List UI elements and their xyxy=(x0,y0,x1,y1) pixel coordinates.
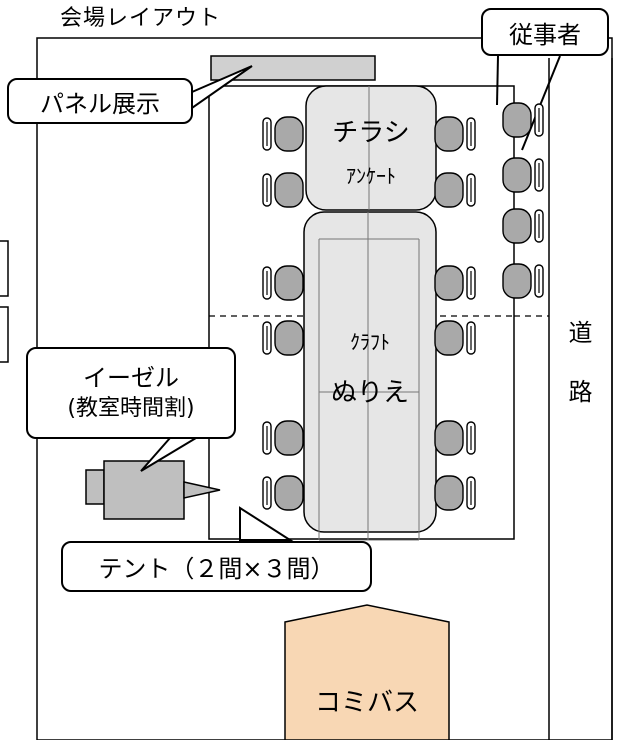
chair-right-4 xyxy=(434,320,476,356)
staff-callout-pointer-1 xyxy=(496,55,499,106)
left-edge-item-1 xyxy=(0,240,9,297)
chair-left-2 xyxy=(262,172,304,208)
chair-right-6 xyxy=(434,475,476,511)
chair-left-6 xyxy=(262,475,304,511)
staff-chair-4 xyxy=(502,263,544,299)
staff-label: 従事者 xyxy=(509,20,581,49)
road-label-2: 路 xyxy=(568,378,593,406)
chair-left-1 xyxy=(262,116,304,152)
tent-callout: テント（２間×３間） xyxy=(61,541,372,592)
easel-callout: イーゼル (教室時間割) xyxy=(26,347,236,439)
easel-label: イーゼル xyxy=(83,363,179,392)
table-craft xyxy=(303,211,437,533)
chair-left-5 xyxy=(262,420,304,456)
staff-chair-3 xyxy=(502,208,544,244)
tent-callout-tail xyxy=(239,506,294,541)
road-label-1: 道 xyxy=(568,319,593,347)
staff-chair-2 xyxy=(502,157,544,193)
staff-chair-1 xyxy=(502,102,544,138)
timetable-label: (教室時間割) xyxy=(67,396,195,422)
chair-left-4 xyxy=(262,320,304,356)
flyer-label: チラシ xyxy=(332,118,410,148)
tent-label: テント（２間×３間） xyxy=(98,555,335,583)
survey-label: ｱﾝｹｰﾄ xyxy=(346,164,396,188)
bus-label: コミバス xyxy=(314,688,419,718)
chair-right-5 xyxy=(434,420,476,456)
diagram-title: 会場レイアウト xyxy=(60,6,222,31)
craft-label: ｸﾗﾌﾄ xyxy=(350,330,390,354)
chair-right-3 xyxy=(434,265,476,301)
projector-icon xyxy=(85,460,221,520)
panel-label: パネル展示 xyxy=(40,89,160,118)
chair-right-1 xyxy=(434,116,476,152)
chair-left-3 xyxy=(262,265,304,301)
staff-callout: 従事者 xyxy=(481,8,609,56)
staff-callout-pointer-2 xyxy=(521,55,561,151)
table-flyer xyxy=(305,85,437,211)
panel-callout: パネル展示 xyxy=(7,78,193,124)
chair-right-2 xyxy=(434,172,476,208)
bus-shape xyxy=(284,604,450,740)
left-edge-item-2 xyxy=(0,306,9,363)
coloring-label: ぬりえ xyxy=(330,378,409,408)
